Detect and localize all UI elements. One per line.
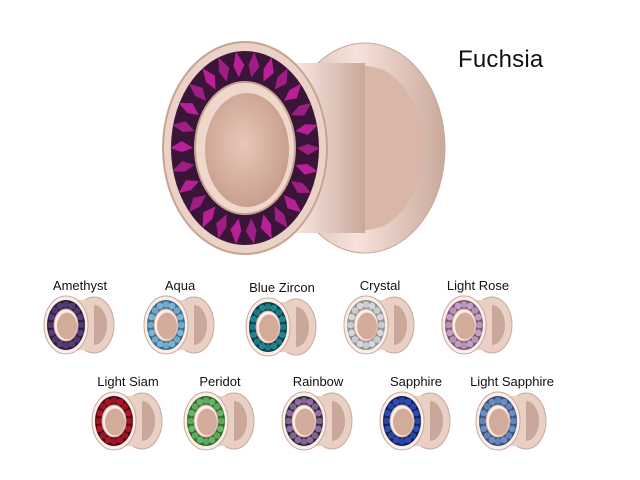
- crystal-facet: [202, 68, 216, 90]
- crystal-facet: [248, 51, 260, 78]
- crystal-facet: [170, 141, 193, 152]
- crystal-facet: [218, 57, 230, 82]
- color-variant-item[interactable]: Aqua: [130, 278, 230, 378]
- tunnel-thumbnail: [91, 391, 163, 451]
- color-variant-label: Amethyst: [52, 278, 108, 293]
- color-variant-label: Peridot: [199, 374, 241, 389]
- crystal-facet: [178, 102, 199, 116]
- crystal-facet: [291, 180, 312, 194]
- tunnel-thumbnail: [143, 295, 215, 355]
- color-variant-item[interactable]: Crystal: [330, 278, 430, 378]
- crystal-facet: [202, 206, 216, 228]
- color-variant-label: Crystal: [359, 278, 401, 293]
- color-variant-label: Light Sapphire: [470, 374, 554, 389]
- color-variant-item[interactable]: Blue Zircon: [232, 280, 332, 380]
- color-variant-label: Light Rose: [446, 278, 510, 293]
- tunnel-thumbnail: [183, 391, 255, 451]
- crystal-facet: [216, 214, 227, 239]
- crystal-facet: [291, 102, 312, 116]
- crystal-facet: [245, 218, 257, 245]
- crystal-facet: [283, 83, 302, 101]
- tunnel-thumbnail: [343, 295, 415, 355]
- color-variant-item[interactable]: Light Siam: [78, 374, 178, 474]
- crystal-facet: [188, 83, 207, 101]
- crystal-facet: [230, 218, 242, 245]
- featured-tunnel-image: [162, 41, 446, 255]
- color-variant-label: Sapphire: [389, 374, 443, 389]
- crystal-facet: [295, 163, 318, 175]
- color-variant-label: Aqua: [164, 278, 196, 293]
- tunnel-thumbnail: [379, 391, 451, 451]
- tunnel-thumbnail: [475, 391, 547, 451]
- tunnel-thumbnail: [245, 297, 317, 357]
- color-variant-item[interactable]: Peridot: [170, 374, 270, 474]
- crystal-facet: [260, 214, 272, 239]
- crystal-facet: [263, 57, 274, 82]
- color-variant-label: Rainbow: [292, 374, 344, 389]
- crystal-facet: [233, 51, 245, 78]
- featured-color-label: Fuchsia: [458, 46, 544, 73]
- tunnel-thumbnail: [43, 295, 115, 355]
- crystal-facet: [172, 161, 195, 172]
- color-variant-item[interactable]: Rainbow: [268, 374, 368, 474]
- crystal-facet: [295, 124, 318, 135]
- tunnel-thumbnail: [441, 295, 513, 355]
- color-variant-item[interactable]: Light Sapphire: [462, 374, 562, 474]
- crystal-facet: [274, 68, 288, 90]
- color-variant-item[interactable]: Amethyst: [30, 278, 130, 378]
- crystal-facet: [178, 180, 199, 194]
- crystal-facet: [274, 206, 288, 228]
- color-variant-label: Blue Zircon: [249, 280, 315, 295]
- crystal-facet: [283, 195, 302, 213]
- color-variant-item[interactable]: Light Rose: [428, 278, 528, 378]
- crystal-facet: [297, 144, 320, 155]
- color-variant-label: Light Siam: [97, 374, 159, 389]
- color-variant-item[interactable]: Sapphire: [366, 374, 466, 474]
- crystal-facet: [188, 195, 207, 213]
- tunnel-thumbnail: [281, 391, 353, 451]
- crystal-facet: [172, 121, 195, 133]
